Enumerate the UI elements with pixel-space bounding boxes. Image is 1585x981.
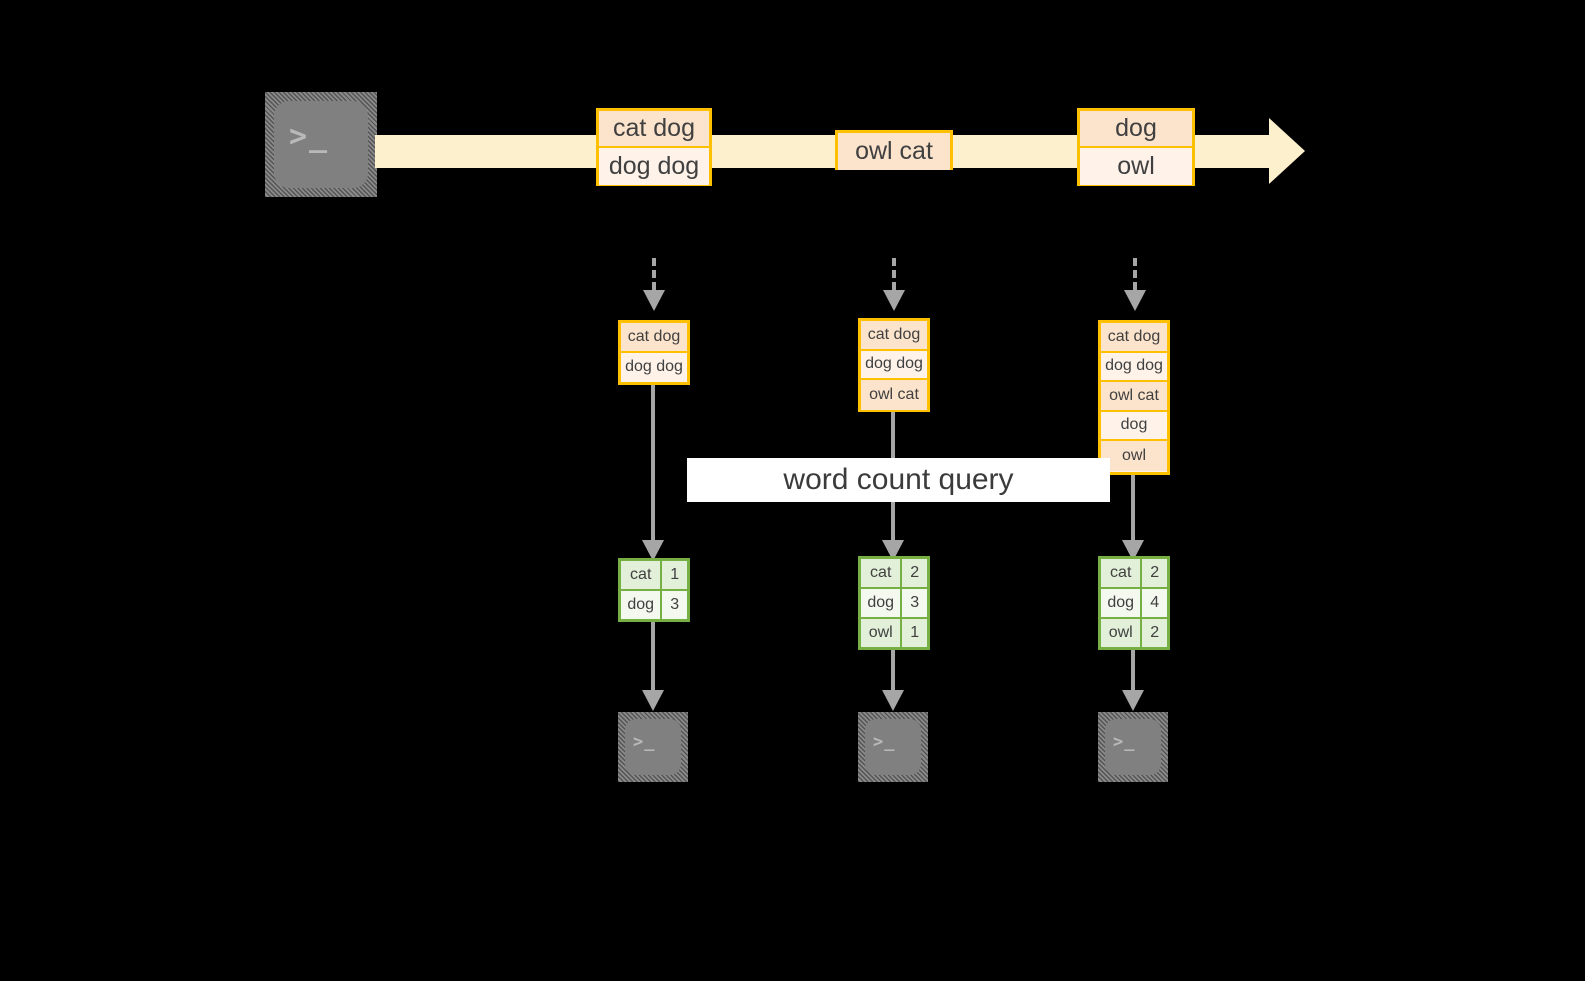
record-row: cat dog	[1101, 323, 1167, 353]
result-word: dog	[1101, 589, 1143, 617]
terminal-face	[865, 719, 921, 775]
terminal-prompt-glyph: >_	[289, 119, 330, 154]
source-terminal-icon: >_	[265, 92, 377, 197]
sink-arrow-head-3	[1122, 690, 1144, 711]
accumulated-input-2: cat dog dog dog owl cat	[858, 318, 930, 412]
terminal-face	[274, 101, 368, 188]
result-word: owl	[1101, 619, 1143, 647]
record-row: dog dog	[599, 148, 709, 185]
query-arrow-head-1	[642, 540, 664, 561]
table-row: cat 1	[621, 561, 687, 591]
record-row: owl	[1101, 441, 1167, 471]
record-row: dog dog	[861, 350, 927, 380]
accumulated-input-3: cat dog dog dog owl cat dog owl	[1098, 320, 1170, 475]
record-row: cat dog	[861, 321, 927, 351]
table-row: dog 3	[861, 589, 927, 619]
trigger-arrow-head-3	[1124, 290, 1146, 311]
query-label-text: word count query	[783, 463, 1014, 496]
trigger-arrow-head-1	[643, 290, 665, 311]
trigger-arrow-head-2	[883, 290, 905, 311]
result-count: 2	[902, 559, 927, 587]
sink-arrow-head-1	[642, 690, 664, 711]
query-arrow-head-3	[1122, 540, 1144, 561]
result-table-2: cat 2 dog 3 owl 1	[858, 556, 930, 650]
table-row: cat 2	[861, 559, 927, 589]
result-count: 3	[662, 591, 687, 619]
sink-arrow-head-2	[882, 690, 904, 711]
stream-arrow-head	[1269, 118, 1305, 184]
query-line-3	[1131, 475, 1135, 540]
record-row: owl cat	[1101, 382, 1167, 412]
result-table-3: cat 2 dog 4 owl 2	[1098, 556, 1170, 650]
terminal-prompt-glyph: >_	[1113, 732, 1136, 752]
result-count: 2	[1142, 619, 1167, 647]
record-row: dog dog	[621, 352, 687, 382]
result-word: owl	[861, 619, 903, 647]
result-count: 1	[902, 619, 927, 647]
sink-terminal-icon-3: >_	[1098, 712, 1168, 782]
stream-batch-2: owl cat	[835, 130, 953, 170]
result-count: 4	[1142, 589, 1167, 617]
record-row: owl cat	[861, 380, 927, 410]
trigger-dashed-line-1	[652, 258, 656, 290]
result-word: dog	[861, 589, 903, 617]
terminal-face	[625, 719, 681, 775]
table-row: owl 1	[861, 619, 927, 647]
table-row: cat 2	[1101, 559, 1167, 589]
result-count: 1	[662, 561, 687, 589]
sink-terminal-icon-1: >_	[618, 712, 688, 782]
record-row: cat dog	[599, 111, 709, 148]
record-row: dog	[1101, 411, 1167, 441]
stream-batch-3: dog owl	[1077, 108, 1195, 186]
terminal-prompt-glyph: >_	[633, 732, 656, 752]
accumulated-input-1: cat dog dog dog	[618, 320, 690, 385]
table-row: dog 3	[621, 591, 687, 619]
trigger-dashed-line-3	[1133, 258, 1137, 290]
result-word: cat	[861, 559, 903, 587]
record-row: dog dog	[1101, 352, 1167, 382]
table-row: dog 4	[1101, 589, 1167, 619]
sink-line-1	[651, 622, 655, 690]
stream-batch-1: cat dog dog dog	[596, 108, 712, 186]
terminal-prompt-glyph: >_	[873, 732, 896, 752]
sink-line-3	[1131, 650, 1135, 690]
result-word: cat	[1101, 559, 1143, 587]
result-word: cat	[621, 561, 663, 589]
terminal-face	[1105, 719, 1161, 775]
query-arrow-head-2	[882, 540, 904, 561]
query-line-1	[651, 385, 655, 540]
sink-terminal-icon-2: >_	[858, 712, 928, 782]
query-label-band: word count query	[687, 458, 1110, 502]
result-word: dog	[621, 591, 663, 619]
trigger-dashed-line-2	[892, 258, 896, 290]
record-row: owl	[1080, 148, 1192, 185]
result-table-1: cat 1 dog 3	[618, 558, 690, 622]
result-count: 2	[1142, 559, 1167, 587]
table-row: owl 2	[1101, 619, 1167, 647]
sink-line-2	[891, 650, 895, 690]
record-row: dog	[1080, 111, 1192, 148]
result-count: 3	[902, 589, 927, 617]
record-row: owl cat	[838, 133, 950, 170]
record-row: cat dog	[621, 323, 687, 353]
